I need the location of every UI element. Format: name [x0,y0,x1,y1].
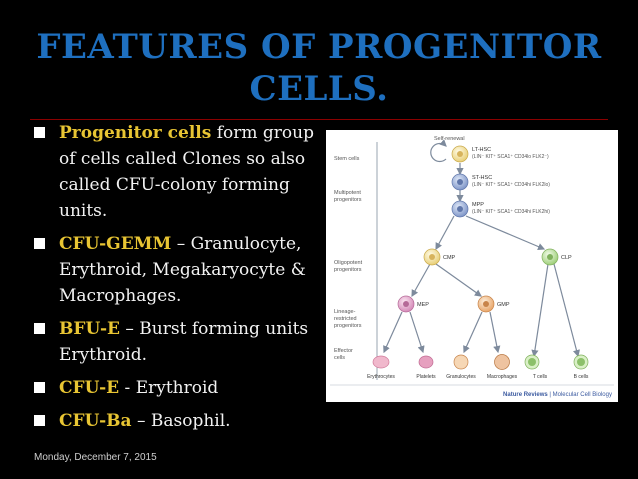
square-bullet-icon [34,127,45,138]
cmp-nucleus-icon [429,254,435,260]
mpp-label: MPP [472,202,484,208]
side-label-stem: Stem cells [334,156,360,162]
bullet-item: BFU-E – Burst forming units Erythroid. [34,316,324,368]
side-label-oligopotent: Oligopotent [334,260,363,266]
self-renewal-arrow [430,139,447,163]
side-label-effector-2: cells [334,355,345,361]
bullet-term: CFU-Ba [59,411,132,431]
mep-nucleus-icon [403,301,409,307]
title-divider [30,119,608,120]
clp-nucleus-icon [547,254,553,260]
bullet-term: CFU-GEMM [59,234,172,254]
bullet-item: Progenitor cells form group of cells cal… [34,120,324,224]
source-section: | Molecular Cell Biology [548,392,612,398]
figure-source: Nature Reviews | Molecular Cell Biology [503,392,612,398]
side-label-effector: Effector [334,348,353,354]
hematopoiesis-diagram: Stem cells Multipotent progenitors Oligo… [330,136,614,398]
side-labels: Stem cells Multipotent progenitors Oligo… [334,156,363,361]
bullet-text: – Burst forming units Erythroid. [59,319,309,365]
st-hsc-marker: (LIN⁻ KIT⁺ SCA1⁺ CD34hi FLK2lo) [472,182,550,188]
side-label-lineage-2: restricted [334,316,357,322]
gmp-label: GMP [497,302,510,308]
macrophage-cell-icon [494,354,510,370]
effector-labels: Erythrocytes Platelets Granulocytes Macr… [367,374,589,380]
square-bullet-icon [34,323,45,334]
erythrocyte-cell-icon [372,355,390,369]
side-label-multipotent: Multipotent [334,190,361,196]
effector-label: B cells [574,374,589,380]
side-label-multipotent-2: progenitors [334,197,362,203]
mpp-marker: (LIN⁻ KIT⁺ SCA1⁺ CD34hi FLK2hi) [472,209,550,215]
bullet-list: Progenitor cells form group of cells cal… [34,120,324,441]
clp-label: CLP [561,255,572,261]
side-label-oligopotent-2: progenitors [334,267,362,273]
platelet-cell-icon [418,355,434,369]
b-cell-nucleus-icon [577,358,585,366]
square-bullet-icon [34,415,45,426]
bullet-item: CFU-E - Erythroid [34,375,324,401]
bullet-text: – Basophil. [131,411,231,431]
t-cell-nucleus-icon [528,358,536,366]
bullet-text: - Erythroid [119,378,219,398]
square-bullet-icon [34,238,45,249]
bullet-term: BFU-E [59,319,120,339]
slide-title: FEATURES OF PROGENITOR CELLS. [20,26,618,110]
bullet-text: form group of cells called Clones so als… [59,123,314,221]
effector-label: Platelets [416,374,436,380]
bullet-item: CFU-Ba – Basophil. [34,408,324,434]
footer-date: Monday, December 7, 2015 [34,452,157,463]
title-line-2: CELLS. [249,69,389,109]
gmp-nucleus-icon [483,301,489,307]
title-line-1: FEATURES OF PROGENITOR [36,27,602,67]
effector-label: Granulocytes [446,374,476,380]
lt-hsc-label: LT-HSC [472,147,491,153]
bullet-text: – Granulocyte, Erythroid, Megakaryocyte … [59,234,306,306]
bullet-term: CFU-E [59,378,120,398]
mep-label: MEP [417,302,429,308]
effector-label: Erythrocytes [367,374,395,380]
st-hsc-label: ST-HSC [472,175,492,181]
granulocyte-cell-icon [453,354,469,370]
hematopoiesis-figure: Stem cells Multipotent progenitors Oligo… [326,130,618,402]
mpp-nucleus-icon [457,206,463,212]
effector-label: Macrophages [487,374,518,380]
bullet-term: Progenitor cells [59,123,212,143]
side-label-lineage: Lineage- [334,309,356,315]
st-hsc-nucleus-icon [457,179,463,185]
effector-label: T cells [533,374,548,380]
lt-hsc-marker: (LIN⁻ KIT⁺ SCA1⁺ CD34lo FLK2⁻) [472,154,549,160]
square-bullet-icon [34,382,45,393]
source-journal: Nature Reviews [503,392,548,398]
self-renewal-label: Self-renewal [434,136,465,142]
bullet-item: CFU-GEMM – Granulocyte, Erythroid, Megak… [34,231,324,309]
side-label-lineage-3: progenitors [334,323,362,329]
cmp-label: CMP [443,255,456,261]
lt-hsc-nucleus-icon [457,151,463,157]
lineage-arrows [383,163,580,358]
